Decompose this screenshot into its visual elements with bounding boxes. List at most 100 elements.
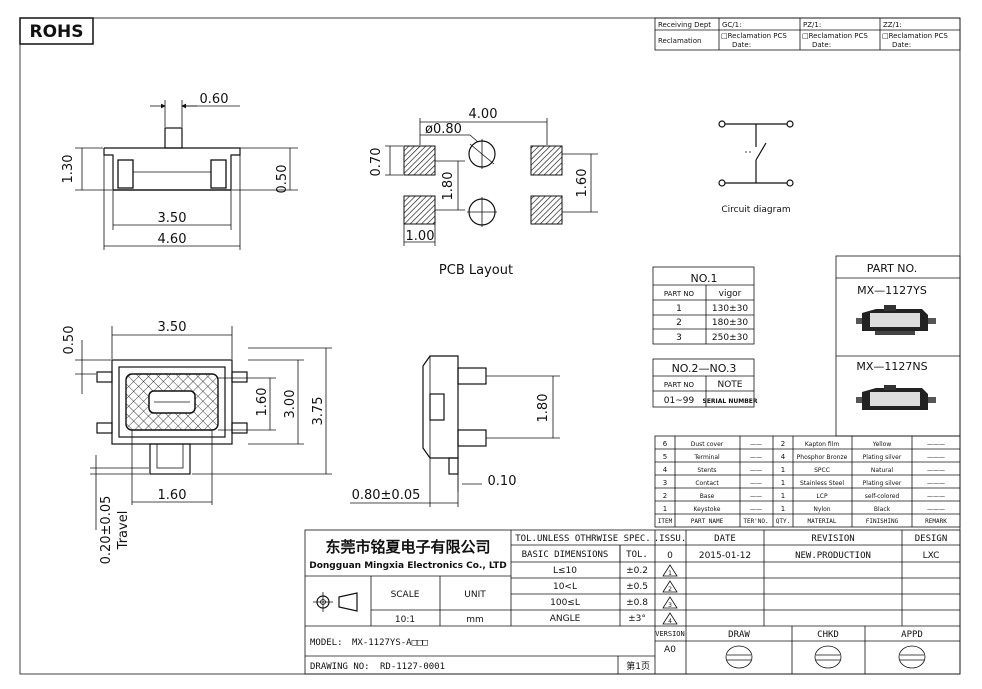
part-no-ys: MX—1127YS xyxy=(857,284,927,297)
triangle-4: 4 xyxy=(668,618,672,625)
bom-cell-r2-c4: 4 xyxy=(781,453,786,461)
tol-header: TOL. xyxy=(626,550,648,560)
circuit-diagram: Circuit diagram xyxy=(718,120,794,215)
dim-010: 0.10 xyxy=(488,474,517,489)
rohs-box xyxy=(19,17,94,45)
drawing-no-label: DRAWING NO: xyxy=(310,662,370,672)
reclamation-label: Reclamation xyxy=(658,37,701,45)
travel-label: Travel xyxy=(116,511,131,551)
bom-h-finishing: FINISHING xyxy=(866,518,899,525)
rohs-label: ROHS xyxy=(29,22,83,42)
dim-460: 4.60 xyxy=(158,232,187,247)
bom-cell-r3-c7: ——— xyxy=(927,467,945,474)
triangle-1: 1 xyxy=(668,570,672,577)
bom-cell-r2-c5: Phosphor Bronze xyxy=(797,454,848,461)
design-value: LXC xyxy=(923,551,940,561)
scale-label: SCALE xyxy=(391,590,420,600)
triangle-3: 3 xyxy=(668,602,672,609)
dim-travel-value: 0.20±0.05 xyxy=(99,496,114,565)
circuit-diagram-caption: Circuit diagram xyxy=(721,205,790,215)
projection-symbol xyxy=(313,592,358,612)
bom-cell-r5-c5: LCP xyxy=(816,493,828,500)
unit-value: mm xyxy=(466,615,484,625)
bom-cell-r6-c5: Nylon xyxy=(813,506,830,513)
bom-h-qty: QTY. xyxy=(776,518,790,525)
no23-title: NO.2—NO.3 xyxy=(672,362,737,375)
no23-row-note: SERIAL NUMBER xyxy=(703,398,758,405)
bom-h-part: PART NAME xyxy=(691,518,724,525)
bom-cell-r1-c2: Dust cover xyxy=(691,441,724,448)
bom-cell-r5-c7: ——— xyxy=(927,493,945,500)
tol-row-3-range: 100≤L xyxy=(550,598,580,608)
part-no-box: PART NO. MX—1127YS MX—1127NS xyxy=(835,255,961,437)
bom-cell-r1-c7: ——— xyxy=(927,441,945,448)
zz-label: ZZ/1: xyxy=(883,21,902,29)
draw-stamp xyxy=(725,645,753,669)
dim-130: 1.30 xyxy=(61,155,76,184)
bom-cell-r2-c2: Terminal xyxy=(693,454,720,461)
bom-cell-r2-c3: —— xyxy=(750,454,762,461)
bom-cell-r1-c3: —— xyxy=(750,441,762,448)
dim-080: 0.80±0.05 xyxy=(352,488,421,503)
version-value: A0 xyxy=(664,645,676,655)
no1-row-3-vigor: 250±30 xyxy=(712,333,748,343)
bom-cell-r4-c5: Stainless Steel xyxy=(800,480,844,487)
reclamation-pcs-3: □Reclamation PCS xyxy=(882,32,948,40)
no23-table: NO.2—NO.3 PART NO NOTE 01~99 SERIAL NUMB… xyxy=(652,358,758,408)
no1-row-2-part: 2 xyxy=(676,318,682,328)
bom-cell-r4-c4: 1 xyxy=(781,479,785,487)
receiving-dept-label: Receiving Dept xyxy=(658,21,711,29)
reclamation-pcs-2: □Reclamation PCS xyxy=(802,32,868,40)
bom-cell-r6-c6: Black xyxy=(874,506,891,513)
bom-cell-r5-c1: 2 xyxy=(663,492,667,500)
design-header: DESIGN xyxy=(915,534,948,544)
dim-050-side: 0.50 xyxy=(275,165,290,194)
no1-header-vigor: vigor xyxy=(719,289,742,299)
dim-100: 1.00 xyxy=(406,229,435,244)
bom-cell-r3-c3: —— xyxy=(750,467,762,474)
bom-cell-r1-c1: 6 xyxy=(663,440,668,448)
bom-cell-r3-c5: SPCC xyxy=(814,467,830,474)
no1-row-1-part: 1 xyxy=(676,304,682,314)
part-no-ns: MX—1127NS xyxy=(856,360,927,373)
date-1: Date: xyxy=(732,41,751,49)
appd-stamp xyxy=(898,645,926,669)
bom-cell-r3-c2: Stents xyxy=(697,467,716,474)
version-label: VERSION xyxy=(655,630,685,638)
reclamation-pcs-1: □Reclamation PCS xyxy=(721,32,787,40)
dim-060: 0.60 xyxy=(200,92,229,107)
bom-cell-r3-c4: 1 xyxy=(781,466,785,474)
bom-cell-r2-c7: ——— xyxy=(927,454,945,461)
date-3: Date: xyxy=(892,41,911,49)
bom-h-material: MATERIAL xyxy=(808,518,837,525)
dim-350-side: 3.50 xyxy=(158,211,187,226)
dim-phi080: ø0.80 xyxy=(425,122,462,137)
pz-label: PZ/1: xyxy=(803,21,821,29)
dim-375: 3.75 xyxy=(311,397,326,426)
no23-row-part: 01~99 xyxy=(664,396,695,406)
chkd-label: CHKD xyxy=(817,630,839,640)
scale-value: 10:1 xyxy=(395,615,415,625)
issu-header: .ISSU. xyxy=(654,534,687,544)
drawing-no-value: RD-1127-0001 xyxy=(380,662,445,672)
bom-cell-r3-c6: Natural xyxy=(871,467,893,474)
dim-070: 0.70 xyxy=(369,148,384,177)
revision-value: NEW.PRODUCTION xyxy=(795,551,871,561)
bom-cell-r1-c5: Kapton film xyxy=(805,441,839,448)
no1-title: NO.1 xyxy=(691,272,718,285)
bom-cell-r5-c6: self-colored xyxy=(865,493,900,500)
pcb-layout: 4.00 ø0.80 0.70 1.80 1.60 1.00 PCB Layou… xyxy=(369,107,598,278)
side-view: 0.60 1.30 0.50 3.50 4.60 xyxy=(61,92,298,250)
no23-header-part: PART NO xyxy=(664,381,695,389)
tol-row-2-val: ±0.5 xyxy=(626,582,648,592)
no1-row-1-vigor: 130±30 xyxy=(712,304,748,314)
bom-h-ter: TER'NO. xyxy=(743,518,768,525)
tol-row-4-val: ±3° xyxy=(628,614,646,624)
pcb-layout-caption: PCB Layout xyxy=(439,263,513,278)
top-view: 3.50 0.50 1.60 3.00 3.75 1.60 0.20±0.05 … xyxy=(62,320,332,564)
chkd-stamp xyxy=(814,645,842,669)
date-header: DATE xyxy=(714,534,736,544)
bom-cell-r6-c7: ——— xyxy=(927,506,945,513)
date-value: 2015-01-12 xyxy=(699,551,751,561)
revision-triangles: 1 2 3 4 xyxy=(662,564,678,625)
